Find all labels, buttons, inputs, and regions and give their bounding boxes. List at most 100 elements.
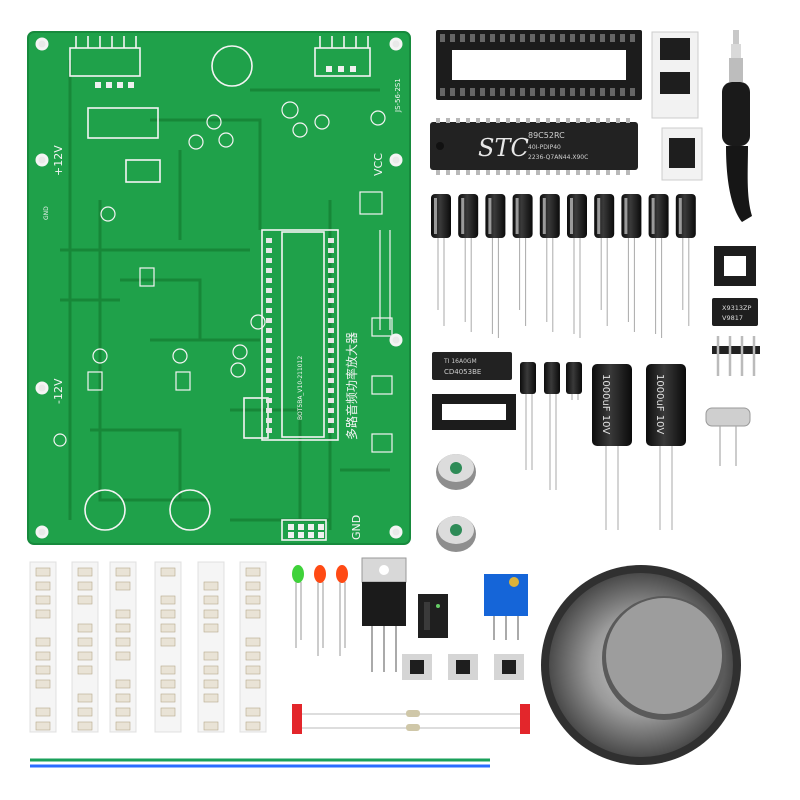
electrolytic-capacitors: [431, 194, 696, 338]
mcu-pin: [536, 170, 540, 175]
socket-pin: [440, 88, 445, 96]
mcu-pin: [466, 170, 470, 175]
tactile-buttons: [402, 654, 524, 680]
socket-pin: [500, 88, 505, 96]
label-vcc: VCC: [372, 153, 385, 176]
socket-pin: [580, 88, 585, 96]
pcb-pad: [328, 348, 334, 353]
pcb-pad: [328, 378, 334, 383]
socket-pin: [580, 34, 585, 42]
pcb-pad: [328, 298, 334, 303]
mcu-pin: [606, 118, 610, 123]
socket-pin: [530, 88, 535, 96]
resistors-tape: [292, 704, 530, 734]
pcb-pad: [266, 408, 272, 413]
capacitor-stripe: [488, 198, 492, 234]
mcu-pin: [476, 118, 480, 123]
socket-pin: [520, 34, 525, 42]
smd-part: [245, 679, 261, 689]
big-capacitors: 1000uF 10V 1000uF 10V: [592, 364, 686, 530]
dip16-socket: [432, 394, 516, 430]
sop-chips: [651, 31, 703, 181]
smd-tape: [197, 561, 225, 733]
label-version: BOT5BA_V10-211012: [297, 356, 304, 420]
socket-pin: [480, 88, 485, 96]
microphones: [436, 454, 476, 552]
pcb-pad: [266, 248, 272, 253]
smd-part: [203, 693, 219, 703]
socket-pin: [600, 88, 605, 96]
smd-part: [203, 651, 219, 661]
pcb-pads: [95, 66, 356, 538]
mcu-line1: 89C52RC: [528, 131, 565, 140]
capacitor-stripe: [651, 198, 655, 234]
trimmer-potentiometer: [484, 574, 528, 640]
dip8-socket: [714, 246, 756, 286]
pcb-pad: [266, 418, 272, 423]
mcu-pin: [586, 170, 590, 175]
socket-pin: [490, 88, 495, 96]
smd-part: [245, 595, 261, 605]
x9313-line2: V9817: [722, 314, 743, 322]
socket-pin: [620, 34, 625, 42]
pcb-pad: [266, 268, 272, 273]
smd-part: [115, 623, 131, 633]
crystal: [705, 407, 751, 466]
smd-part: [77, 693, 93, 703]
mcu-pin: [496, 170, 500, 175]
smd-part: [203, 581, 219, 591]
socket-pin: [500, 34, 505, 42]
smd-part: [77, 595, 93, 605]
pcb-pad: [266, 338, 272, 343]
smd-part: [115, 637, 131, 647]
smd-tape: [29, 561, 57, 733]
capacitor-stripe: [678, 198, 682, 234]
mcu-pin: [446, 118, 450, 123]
socket-pin: [520, 88, 525, 96]
mcu-socket-pads: [266, 238, 334, 433]
pcb-pad: [328, 328, 334, 333]
mcu-pin: [466, 118, 470, 123]
capacitor-leads: [573, 238, 581, 338]
smd-part: [160, 679, 176, 689]
capacitor-leads: [491, 238, 499, 338]
smd-part: [77, 651, 93, 661]
socket-pin: [560, 34, 565, 42]
smd-part: [77, 581, 93, 591]
label-gnd-small: GND: [43, 206, 50, 220]
smd-part: [35, 707, 51, 717]
label-board-id: JS-56-2S1: [394, 78, 402, 113]
mcu-pin: [516, 118, 520, 123]
pcb-pad: [266, 258, 272, 263]
cd4053-name: CD4053BE: [444, 368, 481, 376]
smd-part: [115, 707, 131, 717]
smd-part: [245, 651, 261, 661]
socket-pin: [510, 34, 515, 42]
socket-pin: [480, 34, 485, 42]
smd-part: [77, 623, 93, 633]
mcu-pin: [536, 118, 540, 123]
smd-part: [203, 665, 219, 675]
smd-part: [245, 721, 261, 731]
smd-part: [160, 693, 176, 703]
label-minus12v: -12V: [52, 378, 65, 404]
mcu-pin: [586, 118, 590, 123]
mcu-pin: [616, 118, 620, 123]
smd-part: [77, 567, 93, 577]
dip40-socket: [436, 30, 642, 100]
mcu-pin: [456, 170, 460, 175]
pcb-pad: [266, 288, 272, 293]
smd-part: [115, 721, 131, 731]
smd-part: [203, 595, 219, 605]
pcb-pad: [266, 318, 272, 323]
small-capacitors: [520, 362, 582, 490]
audio-jack: [722, 30, 752, 222]
mcu-pin: [456, 118, 460, 123]
silkscreen-components: [53, 101, 393, 453]
pcb-pad: [266, 428, 272, 433]
leds: [292, 565, 348, 656]
capacitor-leads: [655, 238, 663, 338]
slide-switch: [418, 594, 448, 638]
smd-part: [77, 707, 93, 717]
